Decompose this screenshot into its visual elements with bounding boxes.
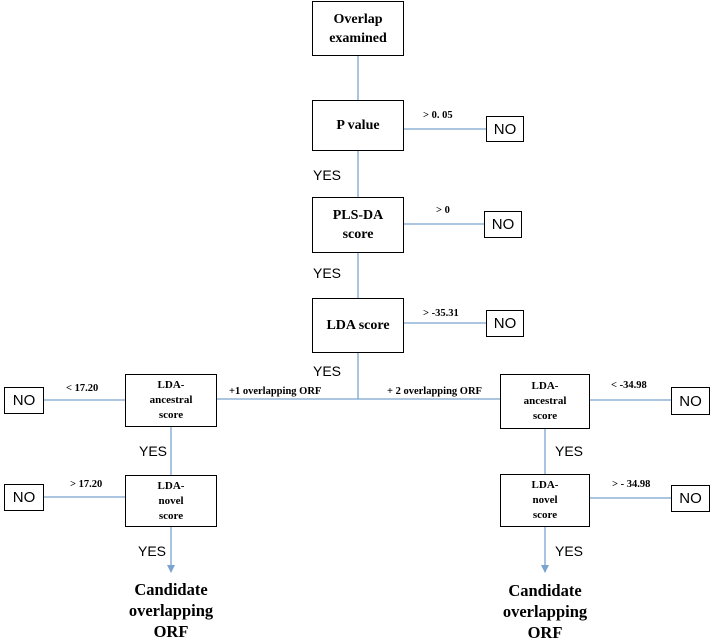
candidate-left-line3: ORF: [153, 622, 189, 641]
right-novel-line3: score: [532, 509, 558, 521]
branch-label-left: +1 overlapping ORF: [229, 386, 322, 397]
no-box-lda: NO: [486, 310, 524, 337]
right-novel-line1: LDA-: [531, 479, 559, 491]
plsda-line1: PLS-DA: [332, 208, 384, 223]
pls-da-score-box: PLS-DA score: [312, 197, 404, 253]
lda-score-box: LDA score: [312, 298, 404, 353]
overlap-examined-box: Overlap examined: [312, 1, 404, 56]
threshold-pvalue: > 0. 05: [423, 110, 453, 121]
no-label: NO: [491, 216, 515, 233]
left-novel-line2: novel: [158, 494, 184, 507]
overlap-line2: examined: [329, 30, 387, 46]
no-label: NO: [679, 392, 702, 410]
threshold-plsda: > 0: [436, 205, 450, 216]
threshold-lda: > -35.31: [423, 308, 459, 319]
candidate-right: Candidate overlapping ORF: [485, 580, 605, 643]
left-lda-ancestral-box: LDA-ancestral score: [125, 374, 217, 427]
left-anc-line2: ancestral: [149, 394, 193, 406]
no-box-plsda: NO: [484, 211, 522, 238]
right-lda-novel-box: LDA-novel score: [500, 474, 590, 527]
no-box-left-novel: NO: [4, 484, 44, 511]
no-box-right-novel: NO: [671, 485, 710, 512]
left-lda-novel-box: LDA-novel score: [125, 475, 217, 527]
right-anc-line1: LDA-: [531, 380, 559, 392]
yes-label-left-ancestral: YES: [139, 443, 168, 459]
no-box-left-ancestral: NO: [4, 387, 44, 414]
yes-label-right-novel: YES: [555, 543, 584, 559]
right-anc-line2: ancestral: [523, 395, 567, 407]
yes-label-right-ancestral: YES: [555, 443, 584, 459]
lda-score-label: LDA score: [326, 318, 390, 333]
threshold-right-ancestral: < -34.98: [611, 380, 647, 391]
no-box-pvalue: NO: [486, 116, 524, 142]
no-box-right-ancestral: NO: [671, 387, 710, 415]
candidate-right-line3: ORF: [527, 623, 563, 642]
candidate-left-line2: overlapping: [128, 601, 214, 620]
yes-label-pvalue: YES: [313, 167, 342, 183]
right-lda-ancestral-box: LDA-ancestral score: [500, 374, 590, 429]
candidate-left-line1: Candidate: [134, 580, 208, 599]
threshold-left-ancestral: < 17.20: [66, 383, 99, 394]
yes-label-lda: YES: [313, 363, 342, 379]
no-label: NO: [12, 489, 36, 506]
no-label: NO: [12, 392, 36, 409]
right-anc-line3: score: [532, 410, 558, 422]
threshold-left-novel: > 17.20: [70, 479, 103, 490]
candidate-right-line2: overlapping: [502, 602, 588, 621]
left-novel-line3: score: [158, 509, 184, 522]
yes-label-left-novel: YES: [138, 543, 167, 559]
candidate-left: Candidate overlapping ORF: [111, 579, 231, 642]
branch-label-right: + 2 overlapping ORF: [387, 386, 482, 397]
overlap-line1: Overlap: [333, 11, 383, 27]
no-label: NO: [493, 120, 517, 138]
candidate-right-line1: Candidate: [508, 581, 582, 600]
right-novel-line2: novel: [532, 494, 558, 506]
p-value-label: P value: [336, 118, 380, 133]
no-label: NO: [679, 490, 702, 507]
left-anc-line1: LDA-: [157, 379, 185, 391]
no-label: NO: [493, 315, 517, 332]
p-value-box: P value: [312, 100, 404, 151]
plsda-line2: score: [342, 227, 374, 242]
left-anc-line3: score: [158, 409, 184, 421]
left-novel-line1: LDA-: [157, 479, 185, 492]
threshold-right-novel: > - 34.98: [612, 479, 651, 490]
yes-label-plsda: YES: [313, 265, 342, 281]
